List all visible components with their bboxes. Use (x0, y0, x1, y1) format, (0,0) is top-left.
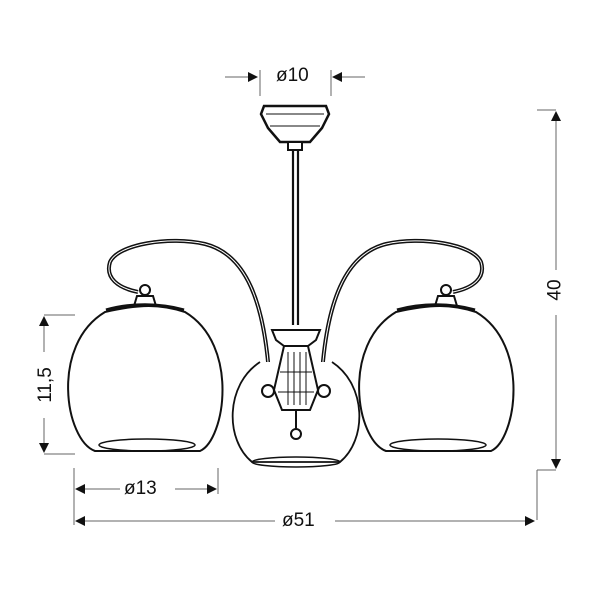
canopy-diameter-label: ø10 (274, 65, 311, 86)
dimension-lines (39, 70, 561, 526)
right-shade (358, 305, 515, 452)
left-shade (67, 305, 224, 452)
shade-height-label: 11,5 (34, 365, 56, 405)
total-height-label: 40 (544, 277, 566, 303)
canopy (259, 104, 331, 144)
total-diameter-label: ø51 (280, 510, 317, 531)
shade-diameter-label: ø13 (122, 478, 159, 499)
chandelier (67, 104, 515, 468)
